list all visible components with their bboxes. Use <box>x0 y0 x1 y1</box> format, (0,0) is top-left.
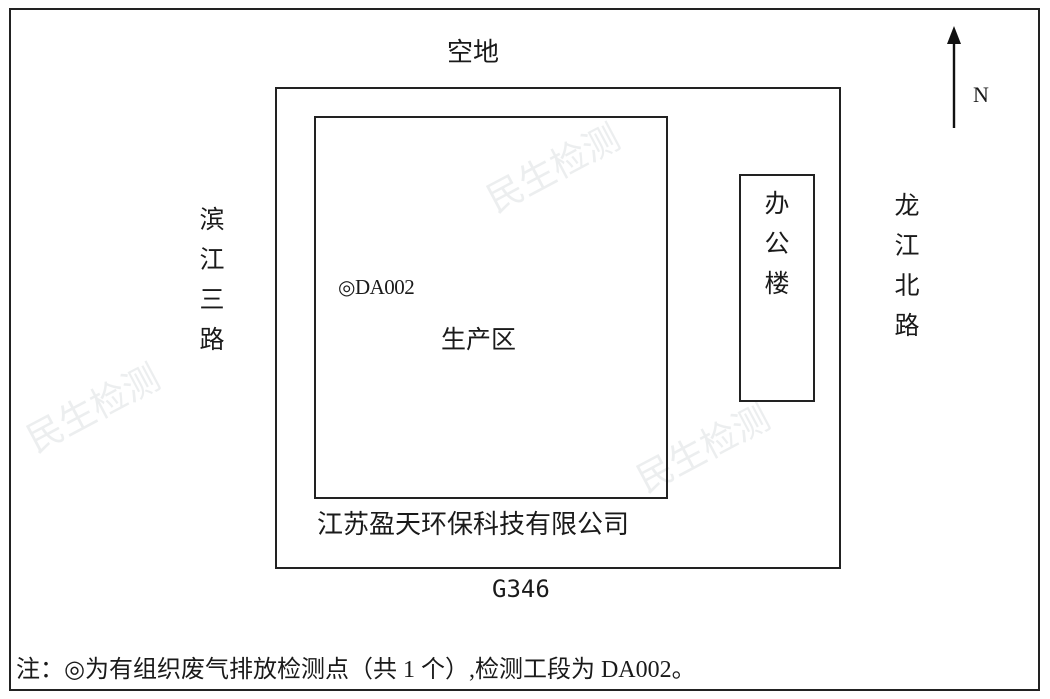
office-building-label: 办 公 楼 <box>739 184 815 304</box>
right-road-label: 龙 江 北 路 <box>890 186 924 346</box>
right-road-char: 北 <box>894 271 920 300</box>
right-road-char: 江 <box>894 231 920 260</box>
office-building-box <box>739 174 815 402</box>
left-road-char: 滨 <box>199 205 225 234</box>
right-road-char: 路 <box>894 311 920 340</box>
north-label: N <box>973 82 989 107</box>
company-name: 江苏盈天环保科技有限公司 <box>317 510 630 540</box>
monitoring-point: ◎DA002 <box>338 275 415 299</box>
legend-note: 注：◎为有组织废气排放检测点（共 1 个）,检测工段为 DA002。 <box>16 657 696 683</box>
left-road-char: 路 <box>199 325 225 354</box>
office-char: 楼 <box>764 269 790 298</box>
monitoring-point-id: DA002 <box>354 275 415 299</box>
left-road-label: 滨 江 三 路 <box>195 200 229 360</box>
production-area-box <box>314 116 668 499</box>
diagram-frame <box>9 8 1040 691</box>
site-boundary <box>275 87 841 569</box>
north-arrow-icon <box>947 26 961 128</box>
left-road-char: 江 <box>199 245 225 274</box>
top-area-label: 空地 <box>447 38 500 68</box>
bottom-road-label: G346 <box>492 575 550 603</box>
office-char: 办 <box>764 189 790 218</box>
left-road-char: 三 <box>199 285 225 314</box>
production-area-label: 生产区 <box>441 325 517 354</box>
right-road-char: 龙 <box>894 191 920 220</box>
monitoring-point-icon: ◎ <box>338 277 355 299</box>
office-char: 公 <box>764 229 790 258</box>
